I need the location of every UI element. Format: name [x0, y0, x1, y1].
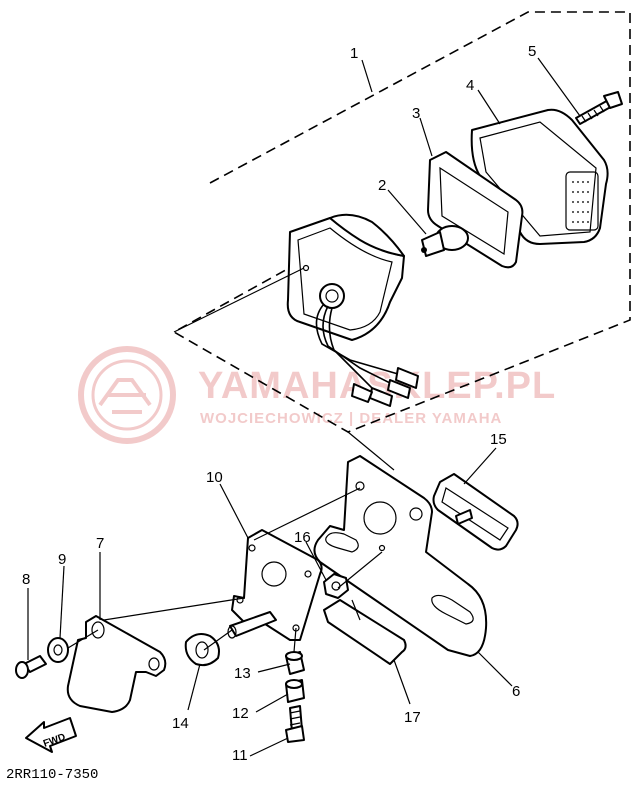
callout-5: 5 [528, 43, 536, 60]
callout-10: 10 [206, 469, 223, 486]
part-15-reflector [432, 473, 519, 551]
wire-harness [315, 303, 419, 407]
tail-light-base [286, 213, 405, 341]
callout-7: 7 [96, 535, 104, 552]
callout-13: 13 [234, 665, 251, 682]
part-17-plate [323, 599, 407, 665]
part-14-grommet [184, 633, 220, 667]
part-8-screw [15, 655, 47, 679]
part-13-collar [285, 651, 305, 675]
assembly-guide-lines [67, 267, 395, 653]
callout-4: 4 [466, 77, 474, 94]
callout-labels: 1 2 3 4 5 6 7 8 9 10 11 12 13 14 15 16 1… [22, 43, 536, 764]
callout-9: 9 [58, 551, 66, 568]
callout-2: 2 [378, 177, 386, 194]
callout-1: 1 [350, 45, 358, 62]
assembly-1-boundary [172, 11, 631, 433]
part-5-screw [575, 91, 623, 125]
callout-17: 17 [404, 709, 421, 726]
watermark-logo-icon [78, 346, 176, 444]
callout-leaders [27, 57, 581, 757]
part-11-bolt [285, 705, 305, 743]
callout-16: 16 [294, 529, 311, 546]
part-10-mount-bracket [227, 529, 323, 641]
callout-3: 3 [412, 105, 420, 122]
part-6-plate-bracket [313, 455, 488, 657]
part-9-washer [47, 637, 69, 663]
callout-6: 6 [512, 683, 520, 700]
callout-14: 14 [172, 715, 189, 732]
drawing-code: 2RR110-7350 [6, 767, 98, 783]
part-12-spacer [285, 679, 305, 703]
watermark-subtitle: WOJCIECHOWICZ | DEALER YAMAHA [200, 410, 502, 427]
callout-12: 12 [232, 705, 249, 722]
callout-8: 8 [22, 571, 30, 588]
watermark: YAMAHASKLEP.PL WOJCIECHOWICZ | DEALER YA… [78, 346, 555, 444]
callout-11: 11 [232, 747, 248, 764]
part-2-bulb [421, 225, 469, 257]
part-3-gasket [427, 151, 524, 269]
part-16-nut [323, 573, 349, 599]
fwd-arrow-icon: FWD [25, 717, 77, 753]
callout-15: 15 [490, 431, 507, 448]
part-7-cover [66, 615, 167, 713]
